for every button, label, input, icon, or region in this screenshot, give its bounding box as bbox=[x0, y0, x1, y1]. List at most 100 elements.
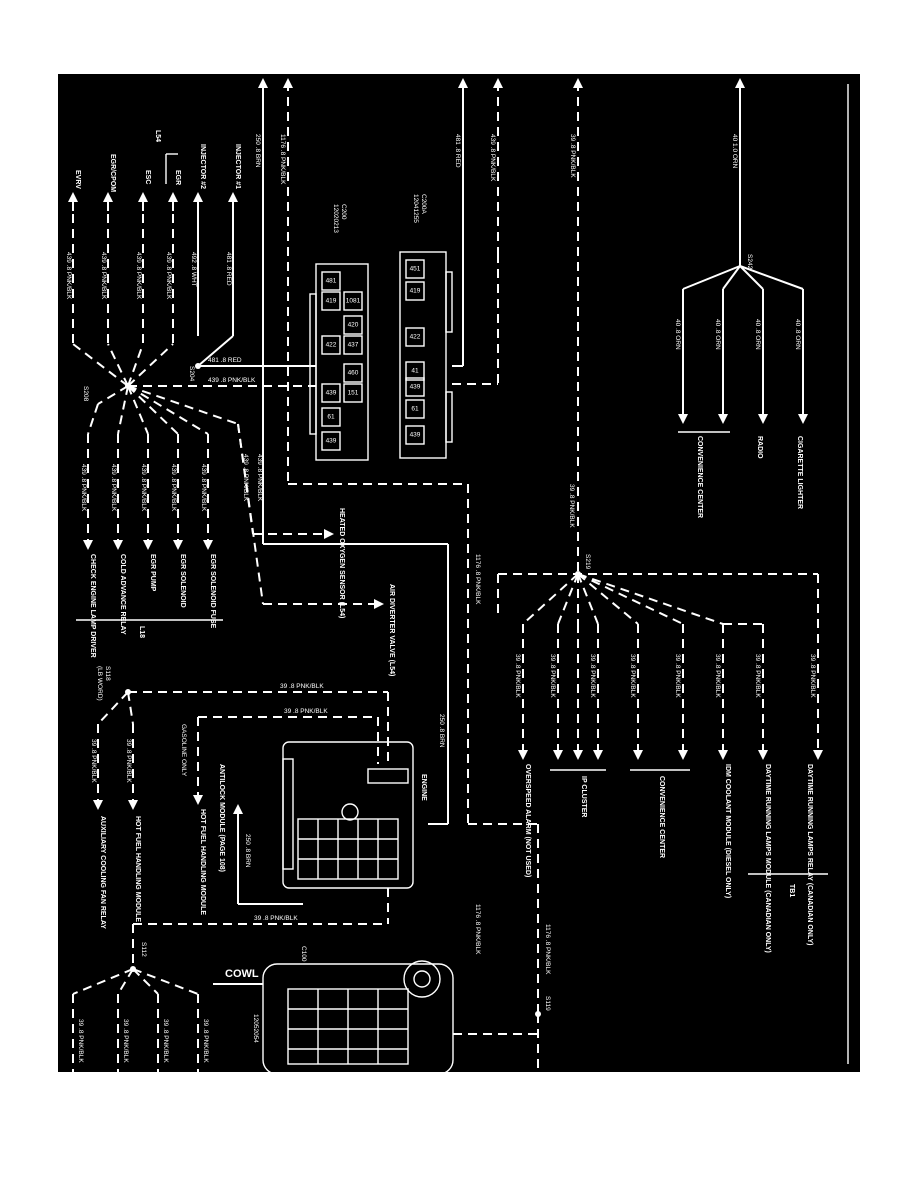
destination-label: CIGARETTE LIGHTER bbox=[796, 436, 803, 509]
pin: 419 bbox=[410, 288, 421, 295]
group-header: L54 bbox=[154, 130, 161, 142]
connector-label: ENGINE bbox=[420, 774, 427, 801]
wire-40-arrow bbox=[735, 78, 745, 88]
hot-fuel-branch: 39 .8 PNK/BLK GASOLINE ONLY HOT FUEL HAN… bbox=[180, 708, 379, 915]
splice-s204: S204 bbox=[188, 214, 234, 382]
wire-label: 439 .8 PNK/BLK bbox=[242, 454, 249, 502]
wire-label: 439 .8 PNK/BLK bbox=[140, 464, 147, 512]
pin: 1081 bbox=[346, 298, 361, 305]
wire-label: 39 .8 PNK/BLK bbox=[122, 1019, 129, 1063]
wire-label: 39 .8 PNK/BLK bbox=[125, 739, 132, 783]
wire-label: 250 .8 BRN bbox=[438, 714, 445, 748]
wire-label: 39 .8 PNK/BLK bbox=[714, 654, 721, 698]
destination-label: RADIO bbox=[756, 436, 763, 459]
connector-body bbox=[282, 741, 414, 889]
group-label: L18 bbox=[138, 626, 145, 638]
wire-label: 439 .8 PNK/BLK bbox=[208, 377, 256, 384]
pin: 451 bbox=[410, 266, 421, 273]
splice-label: S242 bbox=[746, 254, 753, 270]
pin: 151 bbox=[348, 390, 359, 397]
component-label: DAYTIME RUNNING LAMPS MODULE (CANADIAN O… bbox=[764, 764, 771, 953]
splice-label: S112 bbox=[140, 942, 147, 957]
heated-oxygen-branch: 439 .8 PNK/BLK HEATED OXYGEN SENSOR (L54… bbox=[237, 423, 345, 618]
pin: 61 bbox=[411, 406, 419, 413]
connector-body bbox=[315, 263, 369, 461]
wire-label: 492 .8 WHT bbox=[190, 252, 197, 287]
wire-label: 439 .8 PNK/BLK bbox=[165, 252, 172, 300]
component-label: ESC bbox=[144, 170, 151, 184]
component-label: COLD ADVANCE RELAY bbox=[119, 554, 126, 635]
component-label: CONVENIENCE CENTER bbox=[658, 776, 665, 858]
wire-label: 439 .8 PNK/BLK bbox=[65, 252, 72, 300]
top-wires: 250 .8 BRN 1176 .8 PNK/BLK 481 .8 RED 43… bbox=[254, 78, 745, 574]
splice-label: S204 bbox=[188, 366, 195, 382]
wire-481-arrow bbox=[458, 78, 468, 88]
wire-label: 1176 .8 PNK/BLK bbox=[474, 904, 481, 955]
l18-group: 439 .8 PNK/BLK 439 .8 PNK/BLK 439 .8 PNK… bbox=[76, 385, 223, 658]
pin: 41 bbox=[411, 368, 419, 375]
pin: 61 bbox=[327, 414, 335, 421]
wire-label: 481 .8 RED bbox=[208, 357, 242, 364]
wire-1176-route: 1176 .8 PNK/BLK 1176 .8 PNK/BLK bbox=[288, 483, 539, 1014]
wire-250-route: 250 .8 BRN bbox=[263, 543, 449, 825]
component-label: INJECTOR #2 bbox=[199, 144, 206, 189]
wiring-diagram: 250 .8 BRN 1176 .8 PNK/BLK 481 .8 RED 43… bbox=[65, 78, 849, 1072]
splice-s118: 39 .8 PNK/BLK S118 (LB WORD) 39 .8 PNK/B… bbox=[90, 666, 389, 929]
wire-label: 39 .8 PNK/BLK bbox=[809, 654, 816, 698]
splice-label: S118 bbox=[104, 666, 111, 681]
pin: 420 bbox=[348, 322, 359, 329]
splice-s219: S219 39 .8 PNK/BLK bbox=[497, 484, 819, 754]
component-label: EGR/CPOM bbox=[109, 154, 116, 192]
component-note: GASOLINE ONLY bbox=[180, 724, 187, 777]
left-group: INJECTOR #1 INJECTOR #2 EGR ESC EGR/CPOM… bbox=[65, 130, 241, 344]
connector-part: 12052054 bbox=[252, 1014, 259, 1043]
wire-label: 39 .8 PNK/BLK bbox=[568, 484, 575, 528]
component-label: IDM COOLANT MODULE (DIESEL ONLY) bbox=[724, 764, 731, 898]
wire-label: 39 .8 PNK/BLK bbox=[569, 134, 576, 178]
destination-label: AUXILIARY COOLING FAN RELAY bbox=[99, 816, 106, 929]
connector-pins: 451 419 422 41 439 61 439 bbox=[405, 259, 425, 445]
wire-label: 40 .8 ORN bbox=[794, 319, 801, 350]
wire-label: 439 .8 PNK/BLK bbox=[80, 464, 87, 512]
wire-label: 39 .8 PNK/BLK bbox=[202, 1019, 209, 1063]
wire-label: 40 1.0 ORN bbox=[731, 134, 738, 169]
wire-label: 39 .8 PNK/BLK bbox=[162, 1019, 169, 1063]
connector-c100: COWL C100 12052054 bbox=[213, 946, 454, 1072]
wire-label: 439 .8 PNK/BLK bbox=[170, 464, 177, 512]
wire-label: 250 .8 BRN bbox=[254, 134, 261, 168]
splice-note: (LB WORD) bbox=[96, 666, 103, 701]
component-label: AIR DIVERTER VALVE (L54) bbox=[388, 584, 395, 676]
wire-label: 439 .8 PNK/BLK bbox=[110, 464, 117, 512]
component-label: EGR PUMP bbox=[149, 554, 156, 592]
wire-439-arrow bbox=[493, 78, 503, 88]
wire-label: 39 .8 PNK/BLK bbox=[90, 739, 97, 783]
wire-label: 1176 .8 PNK/BLK bbox=[279, 134, 286, 185]
connector-part: 12020213 bbox=[332, 204, 339, 233]
wire-label: 439 .8 PNK/BLK bbox=[135, 252, 142, 300]
splice-label: S219 bbox=[584, 554, 591, 570]
component-label: INJECTOR #1 bbox=[234, 144, 241, 189]
component-label: EGR bbox=[174, 170, 181, 185]
wire-1176-arrow bbox=[283, 78, 293, 88]
component-label: CHECK ENGINE LAMP DRIVER bbox=[89, 554, 96, 658]
connector-c200a: 451 419 422 41 439 61 439 C200A 12041255 bbox=[399, 194, 453, 459]
wire-label: 40 .8 ORN bbox=[754, 319, 761, 350]
wire-label: 40 .8 ORN bbox=[674, 319, 681, 350]
component-label: EVRV bbox=[74, 170, 81, 189]
wire-label: 39 .8 PNK/BLK bbox=[77, 1019, 84, 1063]
component-label: ANTILOCK MODULE (PAGE 108) bbox=[218, 764, 225, 872]
destination-label: HOT FUEL HANDLING MODULE bbox=[134, 816, 141, 922]
connector-part: 12041255 bbox=[412, 194, 419, 223]
wire-label: 250 .8 BRN bbox=[244, 834, 251, 868]
right-group: 39 .8 PNK/BLK 39 .8 PNK/BLK 39 .8 PNK/BL… bbox=[514, 623, 828, 953]
pin: 437 bbox=[348, 342, 359, 349]
pin: 419 bbox=[326, 298, 337, 305]
wire-label: 39 .8 PNK/BLK bbox=[629, 654, 636, 698]
component-label: HOT FUEL HANDLING MODULE bbox=[199, 809, 206, 915]
wire-label: 439 .8 PNK/BLK bbox=[489, 134, 496, 182]
wire-250-arrow bbox=[258, 78, 268, 88]
splice-s112: 39 .8 PNK/BLK S112 39 .8 PNK/BLK 39 .8 P… bbox=[72, 888, 389, 1072]
pin: 439 bbox=[326, 390, 337, 397]
wire-label: 1176 .8 PNK/BLK bbox=[474, 554, 481, 605]
splice-s242: S242 40 .8 ORN 40 .8 ORN 40 .8 ORN 40 .8… bbox=[674, 254, 808, 518]
